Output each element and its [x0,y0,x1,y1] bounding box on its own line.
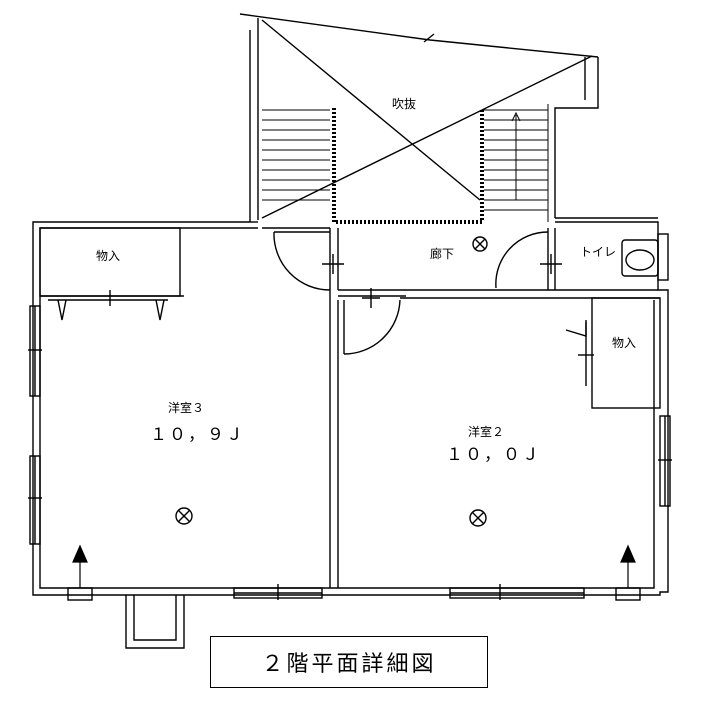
label-yoshitsu2: 洋室２ [468,424,504,439]
label-monoire-left: 物入 [96,249,120,263]
light-yoshitsu3 [175,507,193,525]
light-roka [472,236,488,252]
window-bottom-1 [233,584,323,600]
void-diagonal-2 [261,55,593,219]
vent-left [67,587,93,601]
outer-wall-inner [39,227,655,589]
window-bottom-2 [449,584,585,600]
stair-left [262,109,330,201]
railing [332,108,484,224]
vent-right [615,587,641,601]
door-yoshitsu3 [273,231,331,291]
label-toilet: トイレ [580,245,616,259]
area-yoshitsu2: １０，０Ｊ [446,445,541,465]
door-yoshitsu2 [343,299,401,355]
area-yoshitsu3: １０，９Ｊ [150,425,245,445]
void-right-wall [554,57,599,218]
arrow-right [620,544,636,588]
window-left-2 [28,455,42,545]
light-yoshitsu2 [469,509,487,527]
stair-right [484,104,549,222]
label-fukinuke: 吹抜 [392,97,416,111]
void-diagonal-1 [261,19,481,201]
arrow-left [72,544,88,588]
drawing-title: ２階平面詳細図 [210,636,488,688]
balcony [125,595,185,649]
window-left-1 [28,305,42,397]
label-monoire-right: 物入 [612,336,636,350]
outer-wall [32,221,669,596]
closet-right [591,297,661,409]
label-roka: 廊下 [430,246,454,261]
door-toilet [495,231,549,289]
window-right [658,415,672,507]
break-mark [423,33,435,43]
void-top-wall [239,13,599,58]
label-yoshitsu3: 洋室３ [168,400,204,415]
